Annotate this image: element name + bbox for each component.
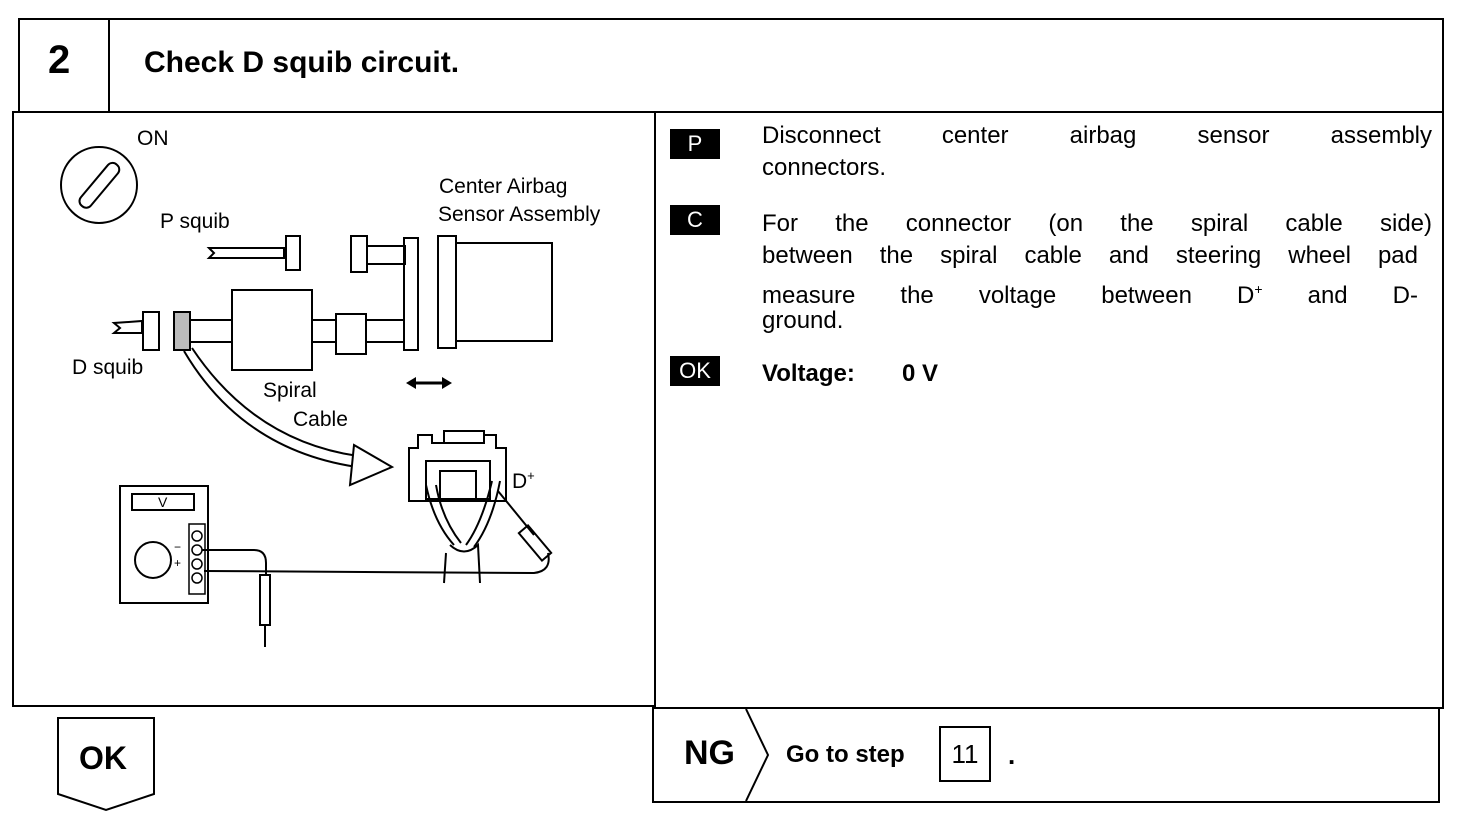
ng-label: NG <box>684 734 735 772</box>
c-instruction-line4: ground. <box>762 307 844 334</box>
center-airbag-label: Center Airbag <box>439 175 568 198</box>
meter-minus-label: − <box>174 540 182 554</box>
p-squib-label: P squib <box>160 210 230 233</box>
ground-probe <box>202 549 271 647</box>
cable-label: Cable <box>293 408 348 431</box>
spiral-cable-body <box>189 289 405 371</box>
upper-connector <box>350 235 406 273</box>
ignition-on-label: ON <box>137 127 169 150</box>
sensor-assembly-label: Sensor Assembly <box>438 203 601 226</box>
step-number: 2 <box>48 38 71 82</box>
spiral-label: Spiral <box>263 379 317 402</box>
voltage-label: Voltage: <box>762 360 855 387</box>
curved-arrow <box>183 347 395 487</box>
d-plus-connector <box>408 430 507 584</box>
double-arrow-icon <box>406 377 452 389</box>
d-squib-connector <box>111 311 191 351</box>
d-plus-label: D+ <box>512 468 535 493</box>
ng-chevron <box>745 709 770 801</box>
p-instruction-line2: connectors. <box>762 154 887 181</box>
ok-arrow-shape <box>57 717 155 812</box>
ng-frame <box>652 707 1440 803</box>
goto-period: . <box>1008 740 1016 770</box>
c-badge: C <box>670 205 720 235</box>
p-squib-connector <box>206 235 301 271</box>
step-title: Check D squib circuit. <box>144 46 460 79</box>
c-instruction-line3: measure the voltage between D+ and D- <box>762 281 1418 309</box>
goto-step-number: 11 <box>951 739 979 769</box>
sensor-assembly <box>437 235 553 349</box>
p-instruction-line1: Disconnect center airbag sensor assembly <box>762 122 1432 149</box>
meter-display-label: V <box>158 494 168 510</box>
ignition-key-icon <box>60 146 138 224</box>
ok-footer-label: OK <box>79 740 127 776</box>
test-probe <box>203 490 553 575</box>
goto-text: Go to step <box>786 741 905 768</box>
wiring-diagram <box>60 146 553 647</box>
voltage-value: 0 V <box>902 360 939 387</box>
meter-plus-label: + <box>174 556 182 570</box>
c-instruction-line1: For the connector (on the spiral cable s… <box>762 210 1432 237</box>
goto-step-box[interactable]: 11 <box>939 726 991 782</box>
p-badge: P <box>670 129 720 159</box>
multimeter-icon <box>119 485 209 604</box>
step-number-divider <box>108 18 110 113</box>
d-squib-label: D squib <box>72 356 144 379</box>
c-instruction-line2: between the spiral cable and steering wh… <box>762 242 1418 269</box>
instruction-frame <box>654 111 1444 709</box>
ok-badge: OK <box>670 356 720 386</box>
